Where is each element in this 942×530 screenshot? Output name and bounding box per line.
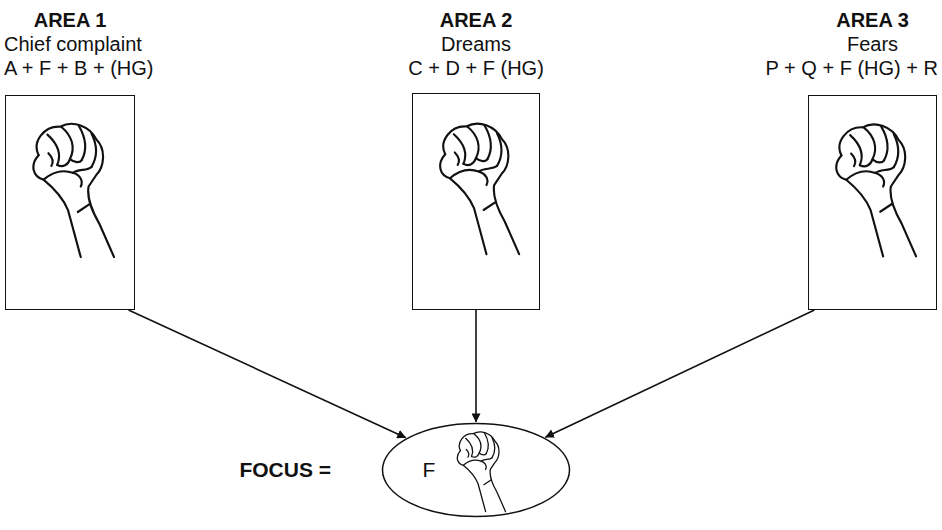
area-formula: P + Q + F (HG) + R bbox=[766, 56, 938, 80]
hand-illustration bbox=[822, 110, 919, 265]
area-heading: AREA 1 bbox=[34, 8, 107, 32]
arrow-connector bbox=[545, 310, 814, 437]
area-panel: AREA 3FearsP + Q + F (HG) + R bbox=[808, 0, 937, 310]
area-subtitle: Chief complaint bbox=[4, 32, 142, 56]
focus-letter: F bbox=[423, 458, 436, 482]
picture-frame bbox=[808, 95, 937, 310]
focus-ellipse: F bbox=[381, 422, 571, 518]
area-heading: AREA 3 bbox=[836, 8, 909, 32]
arrow-connector bbox=[129, 310, 406, 438]
hand-illustration bbox=[19, 110, 117, 265]
arrow-connector bbox=[475, 310, 477, 422]
hand-illustration bbox=[443, 426, 513, 514]
focus-label: FOCUS = bbox=[239, 458, 331, 482]
picture-frame bbox=[5, 95, 135, 310]
hand-illustration bbox=[426, 108, 522, 264]
area-subtitle: Dreams bbox=[441, 32, 511, 56]
area-subtitle: Fears bbox=[847, 32, 898, 56]
area-panel: AREA 1Chief complaintA + F + B + (HG) bbox=[5, 0, 135, 310]
picture-frame bbox=[412, 93, 540, 310]
area-formula: A + F + B + (HG) bbox=[4, 56, 154, 80]
area-heading: AREA 2 bbox=[440, 8, 513, 32]
area-formula: C + D + F (HG) bbox=[408, 56, 544, 80]
area-panel: AREA 2DreamsC + D + F (HG) bbox=[412, 0, 540, 310]
